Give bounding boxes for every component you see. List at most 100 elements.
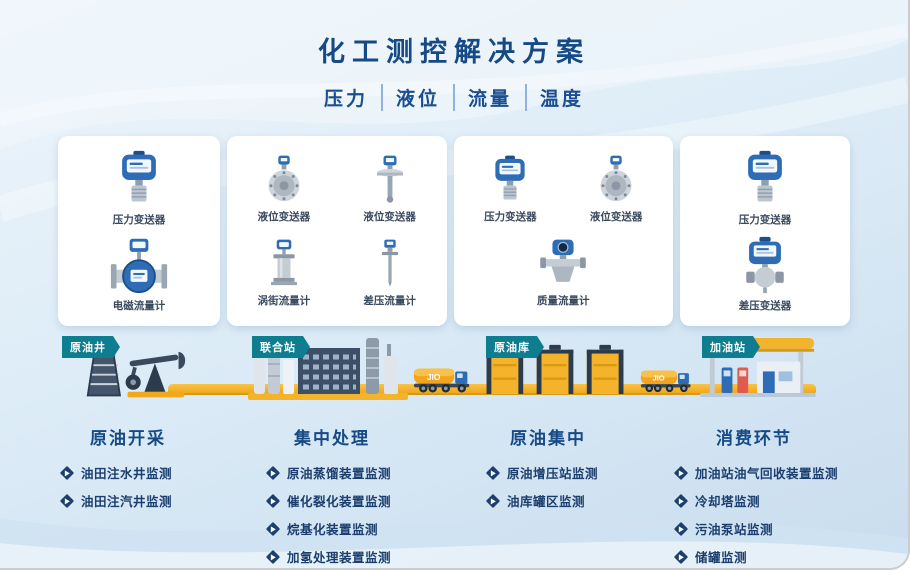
instrument-label: 涡街流量计: [257, 295, 311, 307]
bullet-text: 储罐监测: [695, 551, 748, 565]
stage-extraction: 原油开采 油田注水井监测 油田注汽井监测: [59, 424, 257, 519]
stage-bullet-list: 原油蒸馏装置监测 催化裂化装置监测 烷基化装置监测 加氢处理装置监测: [265, 463, 478, 566]
level-transmitter-flange-icon: [590, 154, 642, 206]
instrument-item: 液位变送器: [257, 154, 311, 224]
instrument-label: 压力变送器: [484, 211, 537, 223]
bullet-item: 油田注汽井监测: [59, 491, 257, 510]
bullet-item: 油库罐区监测: [485, 491, 683, 510]
instrument-item: 质量流量计: [537, 238, 590, 308]
bullet-text: 原油增压站监测: [507, 467, 599, 481]
bullet-item: 加氢处理装置监测: [265, 547, 478, 566]
diamond-arrow-icon: [673, 493, 689, 508]
stage-badge-oil-depot: 原油库: [486, 336, 544, 358]
vortex-flowmeter-icon: [258, 238, 310, 290]
instrument-item: 压力变送器: [109, 149, 169, 227]
instrument-label: 差压变送器: [738, 299, 792, 312]
level-transmitter-flange-icon: [258, 154, 310, 206]
diamond-arrow-icon: [59, 465, 75, 480]
stage-bullet-list: 油田注水井监测 油田注汽井监测: [59, 463, 257, 510]
instrument-cards: 压力变送器 电磁流量计 液位变送器 液位变送器 涡街流量计: [58, 136, 850, 326]
instrument-item: 差压流量计: [363, 238, 416, 308]
diamond-arrow-icon: [265, 493, 281, 508]
stage-title: 消费环节: [716, 429, 792, 448]
pressure-transmitter-icon: [735, 149, 795, 209]
instrument-label: 差压流量计: [363, 295, 416, 307]
bullet-text: 污油泵站监测: [695, 523, 774, 537]
bullet-text: 油田注汽井监测: [81, 495, 173, 509]
instrument-label: 液位变送器: [363, 211, 416, 223]
diamond-arrow-icon: [59, 493, 75, 508]
stage-badge-gas-station: 加油站: [702, 336, 760, 358]
differential-pressure-flowmeter-icon: [364, 238, 416, 290]
bullet-item: 储罐监测: [673, 547, 906, 566]
instrument-item: 液位变送器: [589, 154, 643, 224]
instrument-item: 压力变送器: [484, 154, 537, 224]
pressure-transmitter-icon: [484, 154, 536, 206]
instrument-label: 液位变送器: [257, 211, 311, 223]
storage-tanks-illustration: [486, 344, 624, 395]
instrument-label: 电磁流量计: [112, 299, 166, 312]
subtitle-flow: 流量: [453, 84, 512, 111]
card-station-instruments: 压力变送器 差压变送器: [680, 136, 850, 326]
card-oil-well-instruments: 压力变送器 电磁流量计: [58, 136, 221, 326]
differential-pressure-transmitter-icon: [735, 235, 795, 295]
instrument-item: 差压变送器: [735, 235, 795, 313]
oil-pumpjack-illustration: [86, 345, 186, 398]
instrument-label: 液位变送器: [589, 211, 643, 223]
bullet-text: 加氢处理装置监测: [287, 551, 392, 565]
stage-title: 集中处理: [294, 429, 370, 448]
instrument-item: 压力变送器: [735, 149, 795, 227]
tanker-truck-illustration: JIO: [413, 368, 470, 393]
stage-badge-joint-station: 联合站: [252, 336, 310, 358]
bullet-text: 烷基化装置监测: [287, 523, 379, 537]
diamond-arrow-icon: [265, 521, 281, 536]
instrument-item: 电磁流量计: [109, 235, 169, 313]
bullet-item: 加油站油气回收装置监测: [673, 463, 906, 482]
stage-bullet-list: 原油增压站监测 油库罐区监测: [485, 463, 683, 510]
stage-details: 原油开采 油田注水井监测 油田注汽井监测 集中处理 原油蒸馏装置监测 催化裂化装…: [0, 424, 908, 568]
refinery-illustration: [248, 338, 408, 400]
diamond-arrow-icon: [673, 465, 689, 480]
bullet-text: 加油站油气回收装置监测: [695, 467, 839, 481]
diamond-arrow-icon: [265, 549, 281, 564]
subtitle-temperature: 温度: [525, 84, 584, 111]
diamond-arrow-icon: [265, 465, 281, 480]
bullet-text: 催化裂化装置监测: [287, 495, 392, 509]
instrument-label: 压力变送器: [738, 214, 792, 227]
bullet-item: 冷却塔监测: [673, 491, 906, 510]
card-depot-instruments: 压力变送器 液位变送器 质量流量计: [453, 136, 674, 326]
truck-brand-text: JIO: [427, 372, 441, 382]
instrument-label: 质量流量计: [537, 295, 590, 307]
bullet-text: 冷却塔监测: [695, 495, 761, 509]
bullet-item: 烷基化装置监测: [265, 519, 478, 538]
instrument-label: 压力变送器: [112, 214, 166, 227]
stage-consumption: 消费环节 加油站油气回收装置监测 冷却塔监测 污油泵站监测 储罐监测: [673, 424, 906, 568]
bullet-item: 原油增压站监测: [485, 463, 683, 482]
bullet-text: 油库罐区监测: [507, 495, 586, 509]
card-processing-instruments: 液位变送器 液位变送器 涡街流量计 差压流量计: [227, 136, 447, 326]
stage-bullet-list: 加油站油气回收装置监测 冷却塔监测 污油泵站监测 储罐监测: [673, 463, 906, 566]
tanker-truck-illustration: JIO: [640, 370, 691, 393]
diamond-arrow-icon: [485, 465, 501, 480]
bullet-item: 油田注水井监测: [59, 463, 257, 482]
subtitle-level: 液位: [380, 84, 440, 111]
stage-badge-oil-well: 原油井: [62, 336, 120, 358]
diamond-arrow-icon: [485, 493, 501, 508]
electromagnetic-flowmeter-icon: [109, 235, 169, 295]
level-transmitter-probe-icon: [364, 154, 416, 206]
bullet-item: 污油泵站监测: [673, 519, 906, 538]
stage-title: 原油开采: [90, 429, 166, 448]
diamond-arrow-icon: [673, 549, 689, 564]
process-flow: JIO: [0, 336, 908, 416]
bullet-text: 油田注水井监测: [81, 467, 173, 481]
bullet-item: 原油蒸馏装置监测: [265, 463, 478, 482]
diamond-arrow-icon: [673, 521, 689, 536]
instrument-item: 液位变送器: [363, 154, 416, 224]
pressure-transmitter-icon: [109, 149, 169, 209]
subtitle-pressure: 压力: [323, 89, 368, 110]
page-title: 化工测控解决方案: [318, 37, 590, 67]
bullet-text: 原油蒸馏装置监测: [287, 467, 392, 481]
stage-collection: 原油集中 原油增压站监测 油库罐区监测: [485, 424, 683, 519]
